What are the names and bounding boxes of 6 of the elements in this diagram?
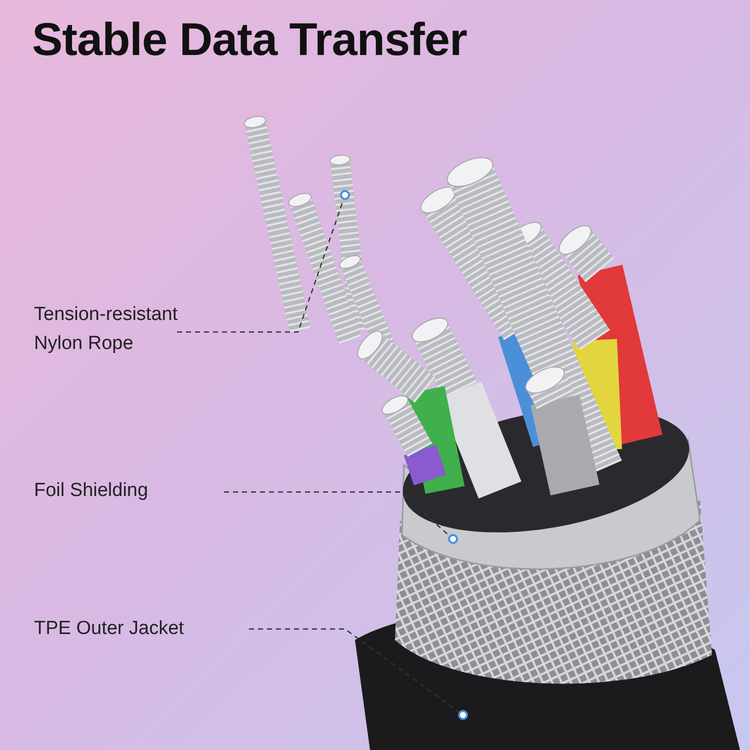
callout-label: Tension-resistant Nylon Rope [34,300,209,358]
callout-label: Foil Shielding [34,476,204,505]
leader-line [249,628,460,713]
title: Stable Data Transfer [32,12,467,66]
callout-label: TPE Outer Jacket [34,614,219,643]
leader-line [224,491,450,536]
